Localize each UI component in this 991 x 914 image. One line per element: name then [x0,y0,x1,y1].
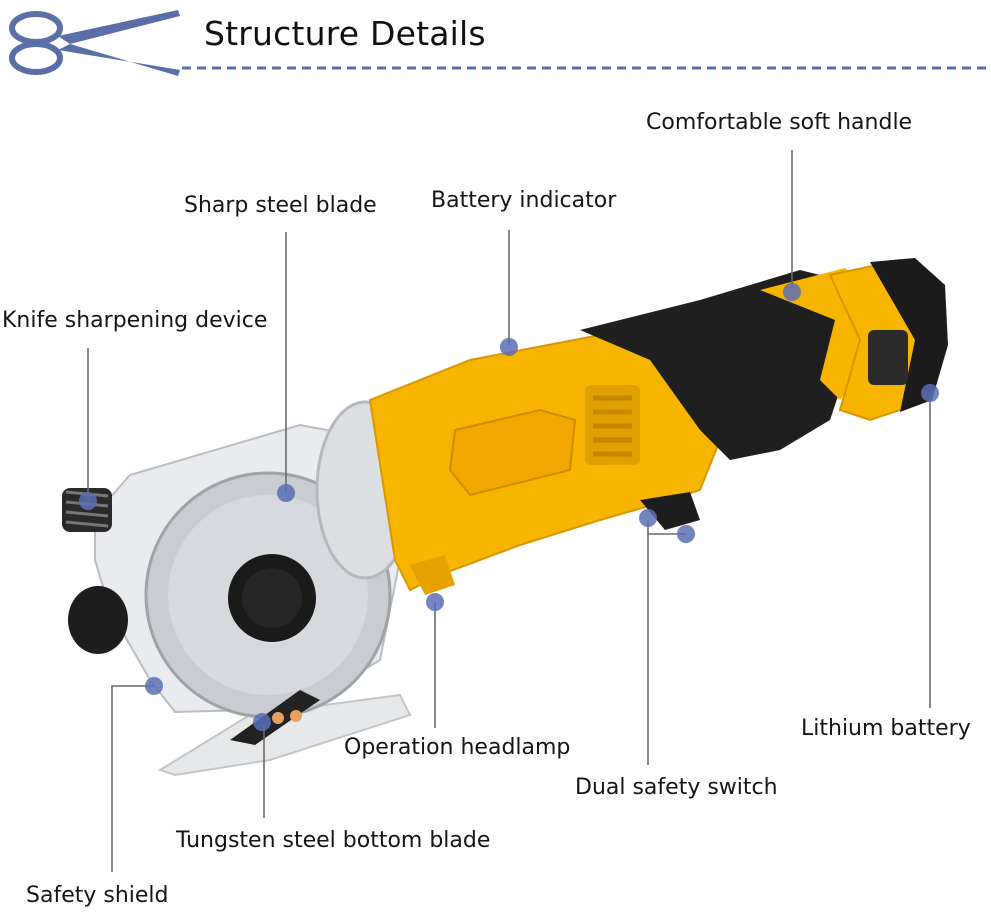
label-sharp-steel-blade: Sharp steel blade [184,193,377,218]
marker-dot-handle [783,283,801,301]
label-dual-safety-switch: Dual safety switch [575,775,778,800]
label-comfortable-soft-handle: Comfortable soft handle [646,110,913,135]
label-operation-headlamp: Operation headlamp [344,735,571,760]
cutter-illustration [62,258,948,777]
label-safety-shield: Safety shield [26,883,169,908]
marker-dot-battery-indicator [500,338,518,356]
label-battery-indicator: Battery indicator [431,188,617,213]
marker-dot-shield [145,677,163,695]
marker-dot-sharpening [79,492,97,510]
black-grip [580,270,850,460]
label-tungsten-steel-bottom-blade: Tungsten steel bottom blade [176,828,491,853]
scissors-icon [9,10,180,76]
marker-dot-blade [277,484,295,502]
label-lithium-battery: Lithium battery [801,716,971,741]
marker-dot-switch-a [639,509,657,527]
marker-dot-headlamp [426,593,444,611]
leader-lines [87,150,931,872]
vent-grille [585,385,640,465]
marker-dot-switch-b [677,525,695,543]
page-title: Structure Details [204,14,486,53]
marker-dot-lithium-battery [921,384,939,402]
label-knife-sharpening-device: Knife sharpening device [2,308,268,333]
trigger [640,492,700,530]
marker-dot-bottom-blade [253,713,271,731]
side-knob [68,586,128,654]
